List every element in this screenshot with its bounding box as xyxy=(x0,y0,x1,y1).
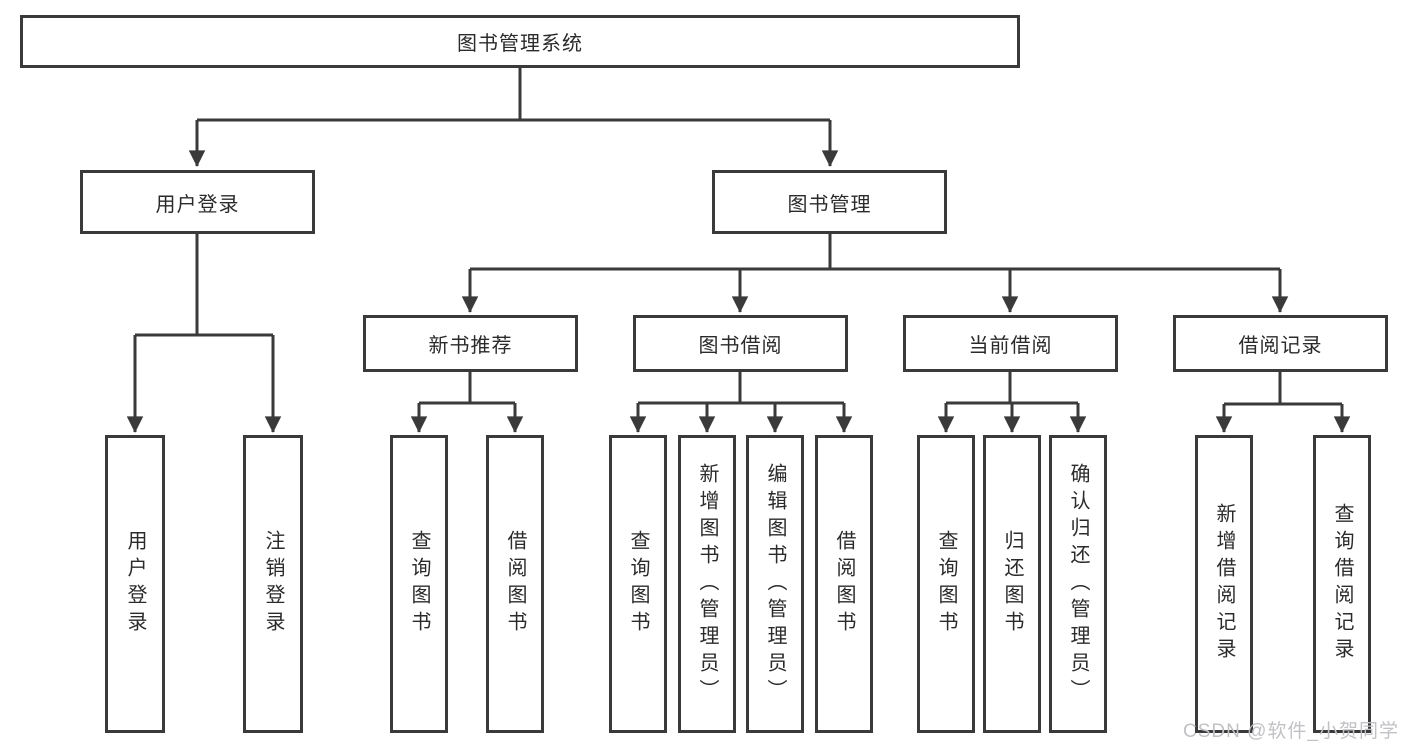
leaf-bb-edit-books-label: 编辑图书（管理员） xyxy=(764,462,786,706)
connector-current-borrowing-to-leaves xyxy=(937,371,1087,433)
connector-book-management-to-modules xyxy=(461,233,1289,313)
node-current-borrowing: 当前借阅 xyxy=(903,315,1118,372)
leaf-cb-return-books: 归还图书 xyxy=(983,435,1041,733)
leaf-bb-query-books-label: 查询图书 xyxy=(627,530,649,638)
leaf-user-login-label: 用户登录 xyxy=(124,530,146,638)
leaf-br-add-record-label: 新增借阅记录 xyxy=(1213,503,1235,665)
leaf-nb-borrow-books: 借阅图书 xyxy=(486,435,544,733)
node-book-borrowing: 图书借阅 xyxy=(633,315,848,372)
leaf-logout-label: 注销登录 xyxy=(262,530,284,638)
node-root: 图书管理系统 xyxy=(20,15,1020,68)
leaf-bb-query-books: 查询图书 xyxy=(609,435,667,733)
leaf-br-query-record-label: 查询借阅记录 xyxy=(1331,503,1353,665)
leaf-br-query-record: 查询借阅记录 xyxy=(1313,435,1371,733)
leaf-logout: 注销登录 xyxy=(243,435,303,733)
leaf-user-login: 用户登录 xyxy=(105,435,165,733)
leaf-cb-return-books-label: 归还图书 xyxy=(1001,530,1023,638)
connector-new-book-recommend-to-leaves xyxy=(410,371,524,433)
node-user-login: 用户登录 xyxy=(80,170,315,234)
leaf-br-add-record: 新增借阅记录 xyxy=(1195,435,1253,733)
leaf-nb-query-books-label: 查询图书 xyxy=(408,530,430,638)
node-book-management: 图书管理 xyxy=(712,170,947,234)
leaf-bb-edit-books: 编辑图书（管理员） xyxy=(746,435,804,733)
leaf-nb-query-books: 查询图书 xyxy=(390,435,448,733)
node-new-book-recommend: 新书推荐 xyxy=(363,315,578,372)
connector-book-borrowing-to-leaves xyxy=(629,371,853,433)
leaf-bb-borrow-books-label: 借阅图书 xyxy=(833,530,855,638)
leaf-bb-borrow-books: 借阅图书 xyxy=(815,435,873,733)
connector-user-login-to-leaves xyxy=(126,233,282,433)
leaf-cb-query-books-label: 查询图书 xyxy=(935,530,957,638)
leaf-bb-add-books-label: 新增图书（管理员） xyxy=(696,462,718,706)
leaf-cb-confirm-return: 确认归还（管理员） xyxy=(1049,435,1107,733)
leaf-nb-borrow-books-label: 借阅图书 xyxy=(504,530,526,638)
node-borrowing-records: 借阅记录 xyxy=(1173,315,1388,372)
watermark: CSDN @软件_小贺同学 xyxy=(1183,721,1399,742)
leaf-bb-add-books: 新增图书（管理员） xyxy=(678,435,736,733)
connector-root-to-branches xyxy=(188,66,839,167)
leaf-cb-confirm-return-label: 确认归还（管理员） xyxy=(1067,462,1089,706)
leaf-cb-query-books: 查询图书 xyxy=(917,435,975,733)
connector-borrowing-records-to-leaves xyxy=(1215,371,1351,433)
